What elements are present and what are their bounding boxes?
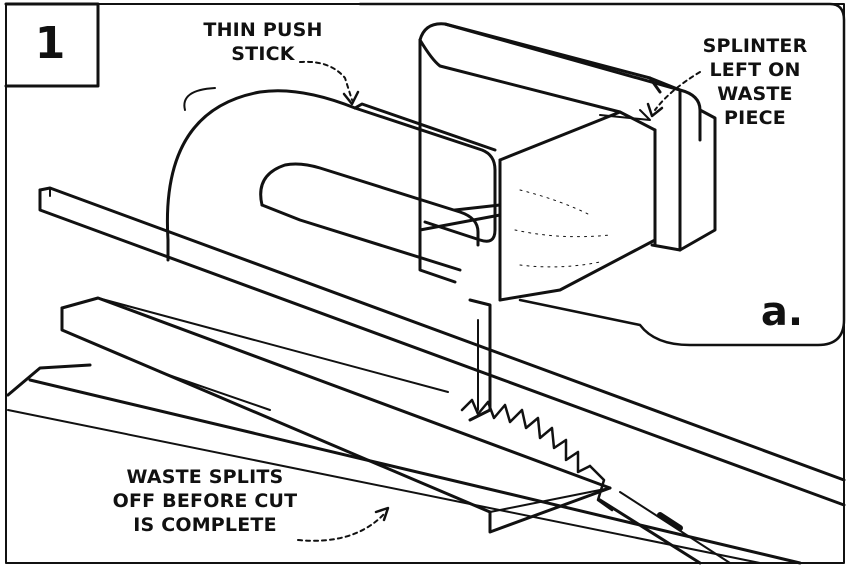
label-waste-splits: WASTE SPLITS OFF BEFORE CUT IS COMPLETE (100, 465, 310, 537)
label-splinter-line-3: WASTE (717, 83, 793, 105)
label-push-stick-line-2: STICK (231, 43, 295, 65)
label-splinter-line-2: LEFT ON (709, 59, 801, 81)
label-waste-line-1: WASTE SPLITS (126, 466, 284, 488)
detail-callout-bubble (358, 2, 846, 347)
step-number: 1 (34, 18, 66, 69)
push-stick (165, 87, 497, 422)
leader-push-stick-arrow (342, 90, 360, 106)
label-waste-line-3: IS COMPLETE (133, 514, 277, 536)
detail-letter: a. (760, 289, 804, 335)
label-splinter-line-4: PIECE (724, 107, 786, 129)
step-number-box (4, 2, 100, 88)
label-push-stick-line-1: THIN PUSH (203, 19, 323, 41)
leader-waste (297, 511, 387, 542)
rip-fence (38, 186, 846, 507)
label-waste-line-2: OFF BEFORE CUT (112, 490, 298, 512)
detail-block (418, 22, 717, 302)
label-splinter: SPLINTER LEFT ON WASTE PIECE (690, 34, 820, 130)
leader-splinter (654, 71, 701, 111)
leader-splinter-arrow (646, 102, 664, 118)
table-slots (6, 363, 802, 565)
label-push-stick: THIN PUSH STICK (188, 18, 338, 66)
leader-waste-arrow (374, 506, 390, 522)
leader-push-stick (299, 60, 353, 101)
label-splinter-line-1: SPLINTER (702, 35, 808, 57)
saw-blade (460, 398, 614, 512)
workpiece-board (60, 296, 612, 534)
